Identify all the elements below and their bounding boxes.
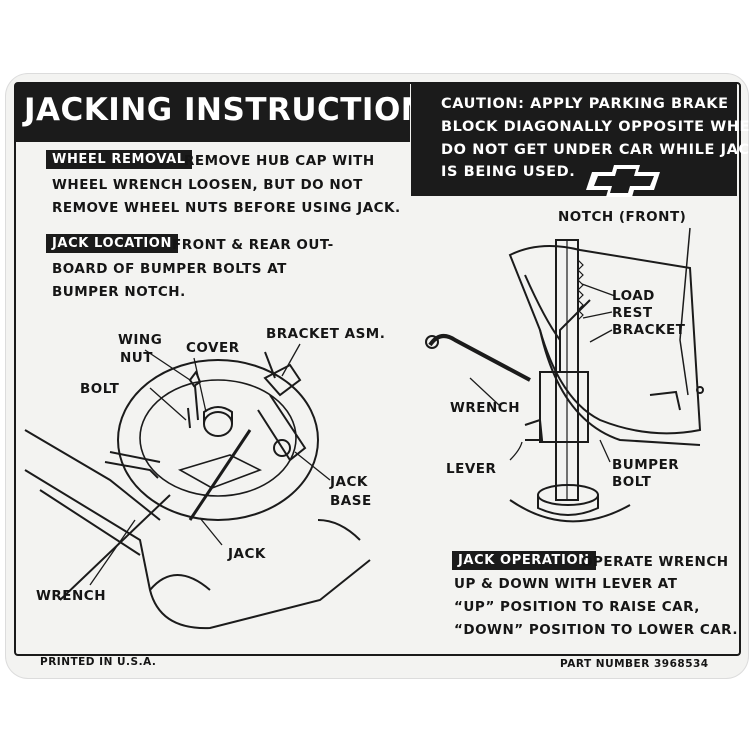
bowtie-emblem-icon — [586, 165, 660, 197]
label-rest: REST — [612, 305, 653, 321]
label-lever: LEVER — [446, 461, 497, 477]
label-load: LOAD — [612, 288, 655, 304]
label-jack: JACK — [228, 546, 266, 562]
label-nut: NUT — [120, 350, 153, 366]
wheel-removal-tag: WHEEL REMOVAL — [46, 150, 192, 169]
part-number: PART NUMBER 3968534 — [560, 658, 709, 670]
jack-location-line-3: BUMPER NOTCH. — [52, 284, 186, 300]
label-wrench-left: WRENCH — [36, 588, 107, 604]
caution-line-3: DO NOT GET UNDER CAR WHILE JACK — [441, 142, 750, 158]
label-jack-base-1: JACK — [330, 474, 368, 490]
decal-border — [14, 82, 741, 656]
jack-operation-tag: JACK OPERATION — [452, 551, 596, 570]
wheel-removal-line-3: REMOVE WHEEL NUTS BEFORE USING JACK. — [52, 200, 401, 216]
jack-operation-line-4: “DOWN” POSITION TO LOWER CAR. — [454, 622, 738, 638]
jack-location-tag: JACK LOCATION — [46, 234, 178, 253]
label-cover: COVER — [186, 340, 240, 356]
page-title: JACKING INSTRUCTIONS — [24, 92, 451, 128]
label-jack-base-2: BASE — [330, 493, 372, 509]
jack-location-line-2: BOARD OF BUMPER BOLTS AT — [52, 261, 287, 277]
caution-line-4: IS BEING USED. — [441, 164, 576, 180]
caution-box — [411, 84, 737, 196]
wheel-removal-line-1: REMOVE HUB CAP WITH — [184, 153, 375, 169]
label-wrench-right: WRENCH — [450, 400, 521, 416]
spare-tire-diagram — [24, 343, 371, 630]
jack-operation-line-3: “UP” POSITION TO RAISE CAR, — [454, 599, 700, 615]
label-wing: WING — [118, 332, 163, 348]
caution-line-1: CAUTION: APPLY PARKING BRAKE — [441, 96, 729, 112]
caution-line-2: BLOCK DIAGONALLY OPPOSITE WHEEL. — [441, 119, 750, 135]
label-bolt-right: BOLT — [612, 474, 652, 490]
label-bolt: BOLT — [80, 381, 120, 397]
jack-operation-line-1: OPERATE WRENCH — [581, 554, 729, 570]
title-bar — [16, 84, 410, 142]
jack-location-line-1: FRONT & REAR OUT- — [172, 237, 334, 253]
label-bracket: BRACKET — [612, 322, 686, 338]
wheel-removal-line-2: WHEEL WRENCH LOOSEN, BUT DO NOT — [52, 177, 363, 193]
jack-bumper-diagram — [425, 227, 704, 523]
label-bracket-asm: BRACKET ASM. — [266, 326, 386, 342]
label-notch-front: NOTCH (FRONT) — [558, 209, 687, 225]
jack-operation-line-2: UP & DOWN WITH LEVER AT — [454, 576, 678, 592]
printed-in-usa: PRINTED IN U.S.A. — [40, 656, 157, 668]
label-bumper: BUMPER — [612, 457, 680, 473]
